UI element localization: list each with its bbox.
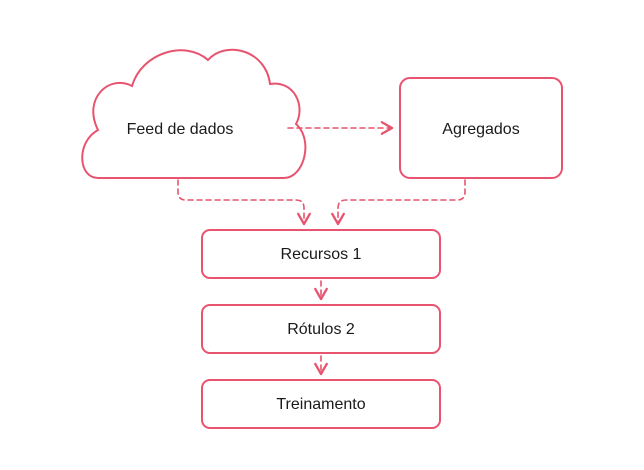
- node-box: [201, 229, 441, 279]
- node-label-labels: Rótulos 2: [287, 321, 355, 338]
- edge-aggregates-to-features: [331, 179, 466, 226]
- node-label-aggregates: Agregados: [442, 121, 519, 138]
- node-box: [399, 77, 563, 179]
- node-features: Recursos 1: [201, 229, 441, 279]
- edge-feed-to-features: [177, 179, 311, 226]
- node-feed: Feed de dados: [81, 48, 307, 179]
- node-aggregates: Agregados: [399, 77, 563, 179]
- node-box: [201, 379, 441, 429]
- node-label-feed: Feed de dados: [127, 121, 234, 138]
- node-label-features: Recursos 1: [281, 246, 362, 263]
- cloud-shape: [81, 48, 307, 179]
- node-box: [201, 304, 441, 354]
- node-labels: Rótulos 2: [201, 304, 441, 354]
- node-label-training: Treinamento: [276, 396, 365, 413]
- node-training: Treinamento: [201, 379, 441, 429]
